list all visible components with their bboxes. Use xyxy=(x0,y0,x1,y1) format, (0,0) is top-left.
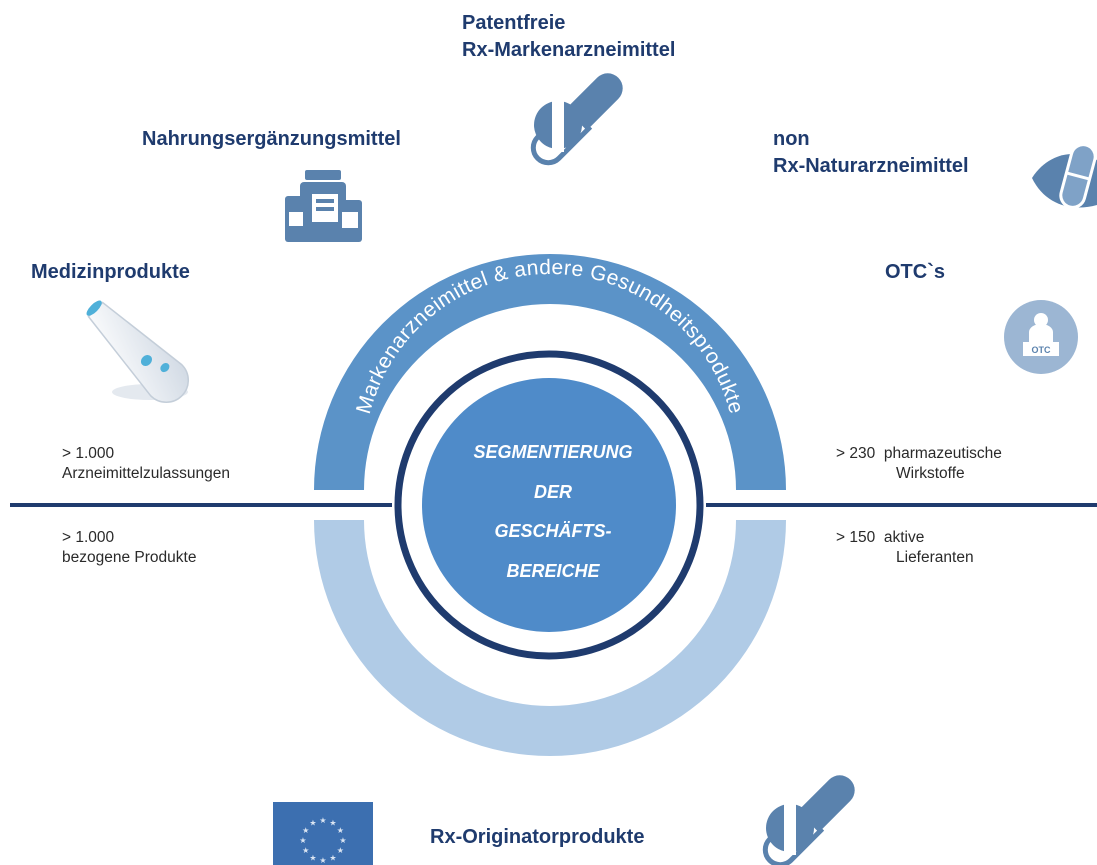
label-nahrungsergaenzungsmittel: Nahrungsergänzungsmittel xyxy=(142,128,401,150)
eu-star: ★ xyxy=(329,853,336,862)
stat-lieferanten: > 150 aktive Lieferanten xyxy=(836,529,974,566)
herbal-capsule-icon xyxy=(1032,143,1097,209)
eu-star: ★ xyxy=(329,819,336,828)
center-disc xyxy=(422,378,676,632)
svg-text:OTC: OTC xyxy=(1032,345,1051,355)
tablet-score-bottom xyxy=(784,801,796,855)
supplement-bottles-icon xyxy=(285,170,362,242)
eu-star: ★ xyxy=(309,819,316,828)
center-title: SEGMENTIERUNG DER GESCHÄFTS- BEREICHE xyxy=(473,442,632,581)
center-line-1: SEGMENTIERUNG xyxy=(473,442,632,462)
eu-star: ★ xyxy=(337,846,344,855)
center-line-2: DER xyxy=(534,482,572,502)
otc-pharmacist-icon: OTC xyxy=(1004,300,1078,374)
tablet-score xyxy=(552,98,564,152)
label-medizinprodukte: Medizinprodukte xyxy=(31,261,190,283)
eu-star: ★ xyxy=(299,836,306,845)
center-line-4: BEREICHE xyxy=(506,561,600,581)
eu-flag-icon: ★★★★★★★★★★★★ xyxy=(273,802,373,865)
stat-bezogene-produkte: > 1.000 bezogene Produkte xyxy=(62,529,197,566)
eu-star: ★ xyxy=(339,836,346,845)
stat-wirkstoffe: > 230 pharmazeutische Wirkstoffe xyxy=(836,445,1002,482)
lower-arc-band xyxy=(314,520,786,756)
stat-zulassungen: > 1.000 Arzneimittelzulassungen xyxy=(62,445,231,482)
label-naturarzneimittel: non Rx-Naturarzneimittel xyxy=(773,128,969,177)
center-line-3: GESCHÄFTS- xyxy=(495,521,612,541)
upper-arc-band xyxy=(314,254,786,490)
eu-star: ★ xyxy=(337,826,344,835)
eu-star: ★ xyxy=(302,826,309,835)
label-originatorprodukte: Rx-Originatorprodukte xyxy=(430,826,645,848)
eu-star: ★ xyxy=(319,856,326,865)
medical-device-icon xyxy=(86,300,189,403)
eu-star: ★ xyxy=(309,853,316,862)
eu-star: ★ xyxy=(319,816,326,825)
label-otc: OTC`s xyxy=(885,261,945,283)
label-patentfreie: Patentfreie Rx-Markenarzneimittel xyxy=(462,12,676,61)
eu-star: ★ xyxy=(302,846,309,855)
